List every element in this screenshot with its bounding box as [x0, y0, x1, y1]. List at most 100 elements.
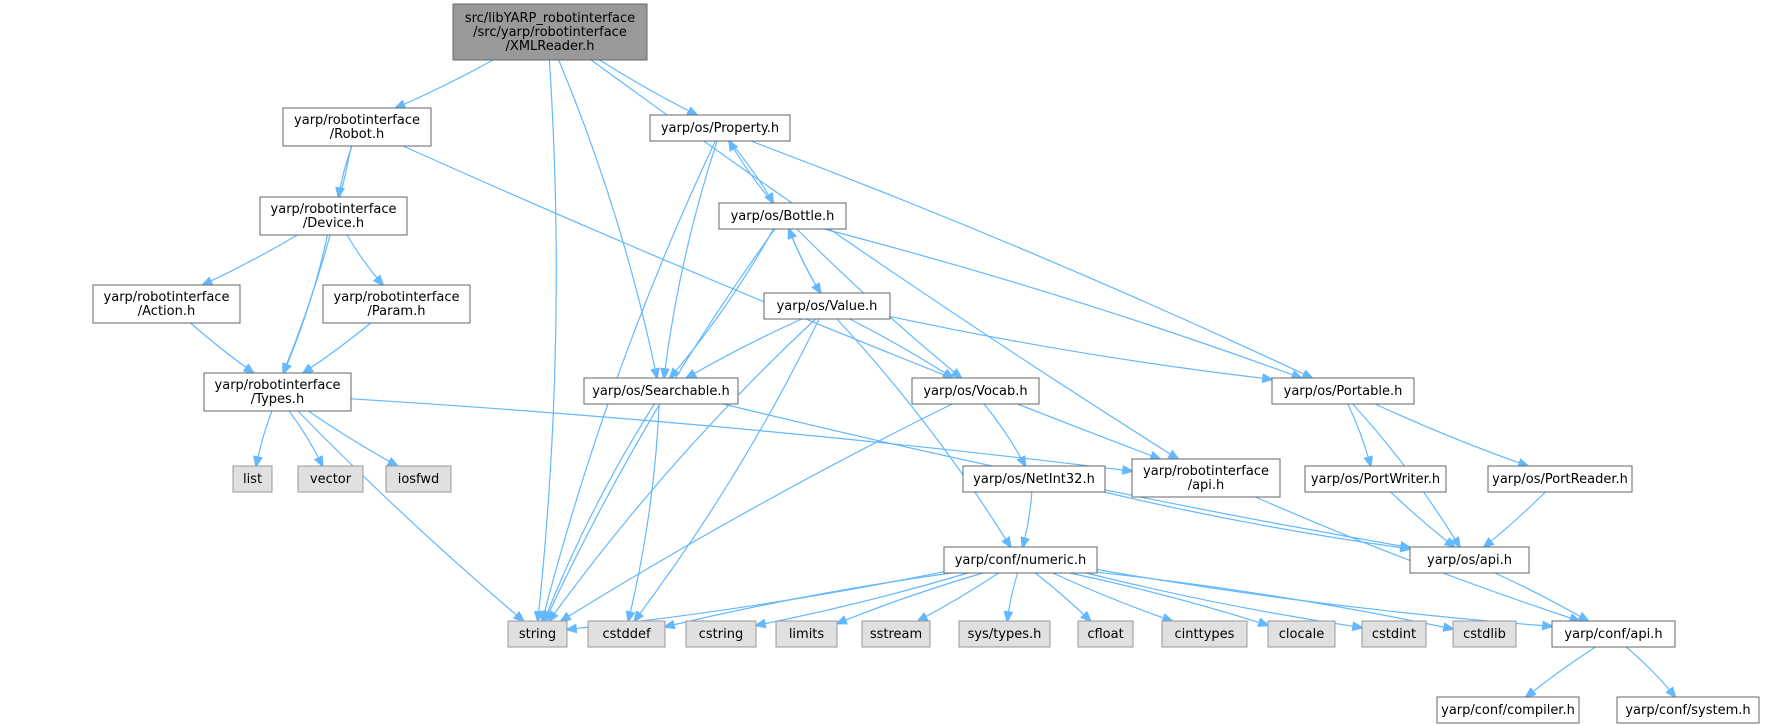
- node-list[interactable]: list: [232, 465, 273, 493]
- node-box-list[interactable]: [232, 465, 273, 493]
- node-device[interactable]: yarp/robotinterface/Device.h: [259, 196, 408, 236]
- node-box-compiler[interactable]: [1436, 696, 1580, 724]
- edge-property-to-portable: [750, 140, 1312, 378]
- edge-numeric-to-sstream: [918, 572, 999, 621]
- node-value[interactable]: yarp/os/Value.h: [763, 292, 891, 320]
- node-label-list-0: list: [243, 472, 262, 487]
- node-sstream[interactable]: sstream: [861, 620, 931, 648]
- node-system[interactable]: yarp/conf/system.h: [1616, 696, 1760, 724]
- edge-confapi-to-compiler: [1526, 646, 1596, 697]
- node-box-osapi[interactable]: [1409, 546, 1530, 574]
- node-box-system[interactable]: [1616, 696, 1760, 724]
- node-box-vector[interactable]: [297, 465, 364, 493]
- edge-netint32-to-numeric: [1023, 491, 1033, 547]
- node-property[interactable]: yarp/os/Property.h: [649, 114, 791, 142]
- node-box-device[interactable]: [259, 196, 408, 236]
- node-cstdint[interactable]: cstdint: [1361, 620, 1427, 648]
- node-vector[interactable]: vector: [297, 465, 364, 493]
- node-label-types-1: /Types.h: [251, 392, 304, 407]
- node-box-vocab[interactable]: [911, 377, 1040, 405]
- node-robot[interactable]: yarp/robotinterface/Robot.h: [282, 107, 432, 147]
- edge-device-to-action: [203, 234, 298, 285]
- node-root[interactable]: src/libYARP_robotinterface/src/yarp/robo…: [452, 3, 648, 61]
- node-box-param[interactable]: [322, 284, 471, 324]
- node-searchable[interactable]: yarp/os/Searchable.h: [583, 377, 739, 405]
- node-portwriter[interactable]: yarp/os/PortWriter.h: [1304, 465, 1447, 493]
- node-box-action[interactable]: [92, 284, 241, 324]
- node-bottle[interactable]: yarp/os/Bottle.h: [718, 202, 847, 230]
- node-label-param-1: /Param.h: [368, 304, 426, 319]
- node-box-riapi[interactable]: [1131, 458, 1281, 498]
- edge-value-to-string: [549, 318, 816, 621]
- node-label-string-0: string: [519, 627, 556, 642]
- node-portable[interactable]: yarp/os/Portable.h: [1271, 377, 1415, 405]
- node-numeric[interactable]: yarp/conf/numeric.h: [943, 546, 1098, 574]
- node-box-systypes[interactable]: [958, 620, 1051, 648]
- node-compiler[interactable]: yarp/conf/compiler.h: [1436, 696, 1580, 724]
- edge-root-to-property: [599, 59, 697, 115]
- node-box-limits[interactable]: [775, 620, 838, 648]
- node-box-iosfwd[interactable]: [385, 465, 452, 493]
- node-confapi[interactable]: yarp/conf/api.h: [1551, 620, 1676, 648]
- node-box-searchable[interactable]: [583, 377, 739, 405]
- edge-property-to-searchable: [664, 140, 718, 378]
- node-box-portable[interactable]: [1271, 377, 1415, 405]
- edge-root-to-string: [538, 59, 557, 621]
- edge-param-to-types: [303, 322, 372, 373]
- node-action[interactable]: yarp/robotinterface/Action.h: [92, 284, 241, 324]
- edge-types-to-vector: [288, 410, 323, 466]
- node-cinttypes[interactable]: cinttypes: [1161, 620, 1248, 648]
- edge-numeric-to-cfloat: [1035, 572, 1090, 621]
- node-cstdlib[interactable]: cstdlib: [1452, 620, 1517, 648]
- node-vocab[interactable]: yarp/os/Vocab.h: [911, 377, 1040, 405]
- node-box-robot[interactable]: [282, 107, 432, 147]
- node-param[interactable]: yarp/robotinterface/Param.h: [322, 284, 471, 324]
- node-box-portwriter[interactable]: [1304, 465, 1447, 493]
- edge-vocab-to-string: [561, 403, 953, 621]
- node-box-cstdlib[interactable]: [1452, 620, 1517, 648]
- node-netint32[interactable]: yarp/os/NetInt32.h: [962, 465, 1106, 493]
- node-portreader[interactable]: yarp/os/PortReader.h: [1487, 465, 1633, 493]
- node-box-numeric[interactable]: [943, 546, 1098, 574]
- node-box-cstdint[interactable]: [1361, 620, 1427, 648]
- edge-numeric-to-cstdint: [1085, 572, 1362, 628]
- node-box-value[interactable]: [763, 292, 891, 320]
- node-cfloat[interactable]: cfloat: [1077, 620, 1134, 648]
- node-box-root[interactable]: [452, 3, 648, 61]
- node-box-property[interactable]: [649, 114, 791, 142]
- edge-netint32-to-osapi: [1103, 491, 1410, 549]
- node-string[interactable]: string: [507, 620, 568, 648]
- edge-portwriter-to-osapi: [1390, 491, 1455, 547]
- node-cstddef[interactable]: cstddef: [587, 620, 666, 648]
- node-iosfwd[interactable]: iosfwd: [385, 465, 452, 493]
- nodes-layer: src/libYARP_robotinterface/src/yarp/robo…: [92, 3, 1760, 724]
- node-clocale[interactable]: clocale: [1267, 620, 1336, 648]
- node-box-string[interactable]: [507, 620, 568, 648]
- edge-numeric-to-cstddef: [665, 572, 952, 627]
- node-cstring[interactable]: cstring: [685, 620, 757, 648]
- node-box-bottle[interactable]: [718, 202, 847, 230]
- node-label-root-2: /XMLReader.h: [506, 39, 595, 54]
- node-box-portreader[interactable]: [1487, 465, 1633, 493]
- node-types[interactable]: yarp/robotinterface/Types.h: [203, 372, 352, 412]
- node-box-cfloat[interactable]: [1077, 620, 1134, 648]
- node-limits[interactable]: limits: [775, 620, 838, 648]
- node-systypes[interactable]: sys/types.h: [958, 620, 1051, 648]
- node-riapi[interactable]: yarp/robotinterface/api.h: [1131, 458, 1281, 498]
- node-box-cstring[interactable]: [685, 620, 757, 648]
- node-box-types[interactable]: [203, 372, 352, 412]
- node-box-sstream[interactable]: [861, 620, 931, 648]
- node-box-cstddef[interactable]: [587, 620, 666, 648]
- node-label-action-1: /Action.h: [138, 304, 195, 319]
- edge-root-to-searchable: [558, 59, 657, 378]
- node-box-clocale[interactable]: [1267, 620, 1336, 648]
- edge-vocab-to-netint32: [983, 403, 1025, 466]
- node-label-iosfwd-0: iosfwd: [398, 472, 440, 487]
- node-label-bottle-0: yarp/os/Bottle.h: [731, 209, 835, 224]
- node-osapi[interactable]: yarp/os/api.h: [1409, 546, 1530, 574]
- node-label-robot-1: /Robot.h: [330, 127, 384, 142]
- edge-numeric-to-clocale: [1069, 572, 1268, 625]
- node-box-cinttypes[interactable]: [1161, 620, 1248, 648]
- node-box-netint32[interactable]: [962, 465, 1106, 493]
- node-box-confapi[interactable]: [1551, 620, 1676, 648]
